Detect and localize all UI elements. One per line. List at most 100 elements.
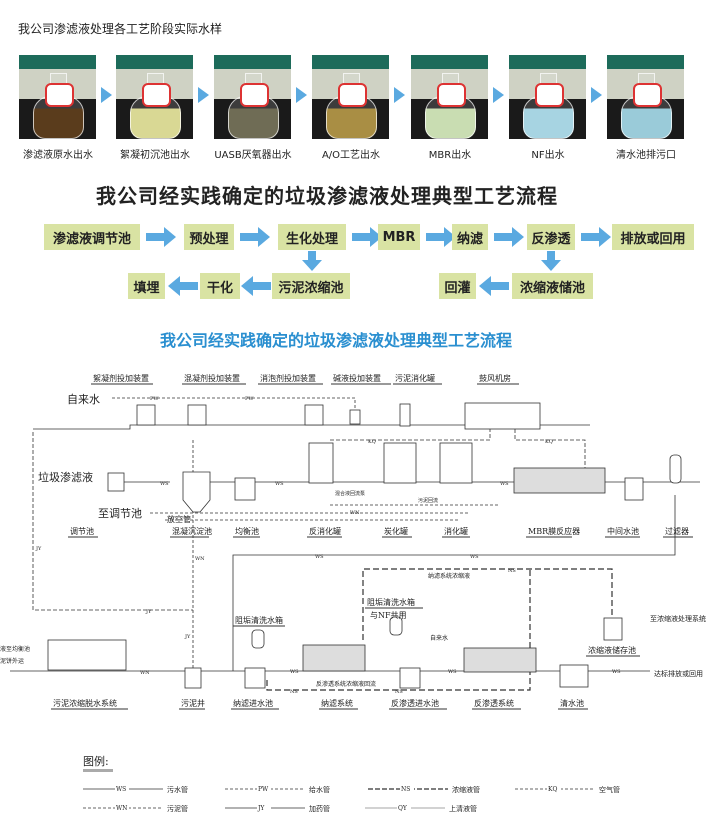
equipment-label: 污泥浓缩脱水系统: [53, 698, 117, 708]
arrow-left-icon: [241, 276, 271, 296]
pipe-code: WS: [448, 669, 457, 675]
flask-label: [437, 83, 466, 107]
ns-return-pipe: [266, 569, 531, 691]
pipe-code: WS: [470, 554, 479, 560]
flow-step: 预处理: [184, 224, 234, 250]
arrow-left-icon: [479, 276, 509, 296]
note-label: 与NF共用: [370, 611, 407, 620]
regulating-pool: [107, 472, 125, 492]
flow-step: 纳滤: [452, 224, 488, 250]
sample-caption: UASB厌氧器出水: [214, 150, 292, 161]
balance-pool: [234, 477, 256, 501]
equipment-label: 均衡池: [235, 526, 259, 536]
note-label: 混合液回流泵: [335, 490, 365, 497]
filter: [669, 454, 682, 484]
flow-step: 污泥浓缩池: [272, 273, 350, 299]
equipment-label: 絮凝剂投加装置: [93, 373, 149, 383]
flask-label: [240, 83, 269, 107]
leachate-label: 垃圾渗滤液: [38, 470, 93, 484]
legend-item: JY 加药管: [225, 803, 330, 813]
pipe-code: JY: [184, 634, 191, 640]
process-diagram: 絮凝剂投加装置混凝剂投加装置消泡剂投加装置碱液投加装置污泥消化罐鼓风机房自来水垃…: [0, 373, 706, 813]
flask-label: [535, 83, 564, 107]
equipment-label: 消化罐: [444, 526, 468, 536]
pipe-code: WS: [612, 669, 621, 675]
flow-title: 我公司经实践确定的垃圾渗滤液处理典型工艺流程: [96, 184, 558, 208]
equipment-label: 污泥消化罐: [395, 373, 435, 383]
vent-pipe-label: 放空管: [167, 514, 191, 524]
arrow-right-icon: [591, 87, 602, 103]
arrow-right-icon: [394, 87, 405, 103]
legend-label: 污泥管: [167, 804, 188, 813]
dosing-unit-3: [304, 404, 324, 426]
sample-photo: [116, 55, 193, 139]
equipment-label: 纳滤进水池: [233, 698, 273, 708]
arrow-right-icon: [426, 227, 456, 247]
legend-code: PW: [258, 786, 269, 793]
arrow-down-icon: [302, 251, 322, 271]
legend-label: 污水管: [167, 785, 188, 794]
equipment-label: 混凝剂投加装置: [184, 373, 240, 383]
carbonization-tank: [383, 442, 417, 484]
legend-code: KQ: [548, 786, 557, 793]
sludge-well: [184, 667, 202, 689]
flow-step: 干化: [200, 273, 240, 299]
pipe-code: WS: [290, 669, 299, 675]
legend-label: 给水管: [309, 785, 330, 794]
legend-item: PW 给水管: [225, 784, 330, 794]
nf-system: [302, 644, 366, 672]
note-label: 泥饼外运: [0, 657, 24, 665]
arrow-right-icon: [581, 227, 611, 247]
equipment-label: 纳滤系统: [321, 698, 353, 708]
sample-caption: 渗滤液原水出水: [23, 150, 93, 161]
equipment-label: 鼓风机房: [479, 373, 511, 383]
equipment-label: 污泥井: [181, 698, 205, 708]
dosing-unit-1: [136, 404, 156, 426]
mbr-reactor: [513, 467, 606, 494]
legend-code: NS: [401, 786, 410, 793]
flow-step: 渗滤液调节池: [44, 224, 140, 250]
equipment-label: 碱液投加装置: [333, 373, 381, 383]
dewatering-house: [47, 639, 127, 671]
legend-item: WN 污泥管: [83, 803, 188, 813]
arrow-left-icon: [168, 276, 198, 296]
flask-label: [633, 83, 662, 107]
sample-photo: [509, 55, 586, 139]
arrow-right-icon: [146, 227, 176, 247]
flow-step: 回灌: [439, 273, 476, 299]
pipe-code: NS: [395, 689, 403, 695]
equipment-label: 调节池: [70, 526, 94, 536]
equipment-label: 反消化罐: [309, 526, 341, 536]
ns-pipe: [362, 568, 613, 640]
note-label: 浓缩液储存池: [588, 645, 636, 655]
pipe-code: JY: [35, 546, 42, 552]
sample-photo: [312, 55, 389, 139]
pipe-code: PW: [150, 396, 159, 402]
flow-step: 浓缩液储池: [512, 273, 593, 299]
pipe-code: WN: [195, 556, 205, 562]
arrow-right-icon: [101, 87, 112, 103]
pipe-code: PW: [245, 396, 254, 402]
pipe-code: WS: [275, 481, 284, 487]
header-line: [33, 424, 590, 430]
clean-water-pool: [559, 664, 589, 688]
legend-label: 加药管: [309, 804, 330, 813]
sample-caption: NF出水: [531, 150, 565, 161]
flask-label: [142, 83, 171, 107]
to-regulating-pool-label: 至调节池: [98, 507, 142, 520]
pipe-code: WS: [500, 481, 509, 487]
note-label: 液至均衡池: [0, 645, 30, 653]
equipment-label: 清水池: [560, 698, 584, 708]
coagulation-tank: [182, 471, 211, 513]
legend-code: JY: [257, 805, 265, 812]
legend-code: WN: [116, 805, 127, 812]
note-label: 阻垢清洗水箱: [367, 597, 415, 607]
pipe-code: JY: [145, 609, 152, 615]
sample-photo: [19, 55, 96, 139]
tap-water-label: 自来水: [67, 393, 100, 406]
dosing-unit-2: [187, 404, 207, 426]
sample-photo: [607, 55, 684, 139]
legend-label: 上清液管: [449, 804, 477, 813]
diagram-title: 我公司经实践确定的垃圾渗滤液处理典型工艺流程: [160, 331, 513, 350]
